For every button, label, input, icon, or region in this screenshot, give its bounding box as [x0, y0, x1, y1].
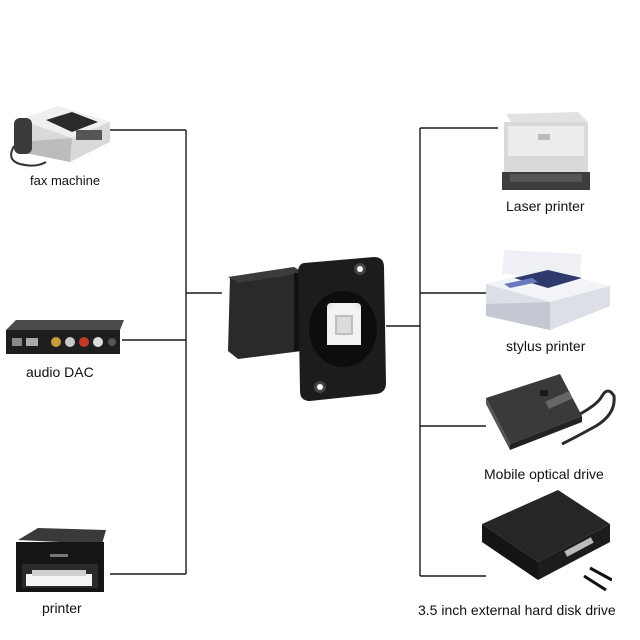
usb-b-connector-icon	[228, 257, 386, 401]
audio-dac-icon	[6, 320, 124, 354]
device-label-laser-printer: Laser printer	[506, 198, 585, 214]
laser-printer-icon	[502, 112, 590, 190]
hard-disk-icon	[482, 490, 612, 592]
device-label-hard-disk: 3.5 inch external hard disk drive	[418, 602, 616, 618]
device-label-optical-drive: Mobile optical drive	[484, 466, 604, 482]
device-label-fax-machine: fax machine	[30, 173, 101, 188]
fax-machine-icon	[10, 106, 110, 167]
optical-drive-icon	[486, 374, 616, 450]
device-label-audio-dac: audio DAC	[26, 364, 94, 380]
device-label-stylus-printer: stylus printer	[506, 338, 586, 354]
device-label-printer: printer	[42, 600, 82, 616]
stylus-printer-icon	[486, 250, 610, 330]
printer-icon	[16, 528, 106, 592]
